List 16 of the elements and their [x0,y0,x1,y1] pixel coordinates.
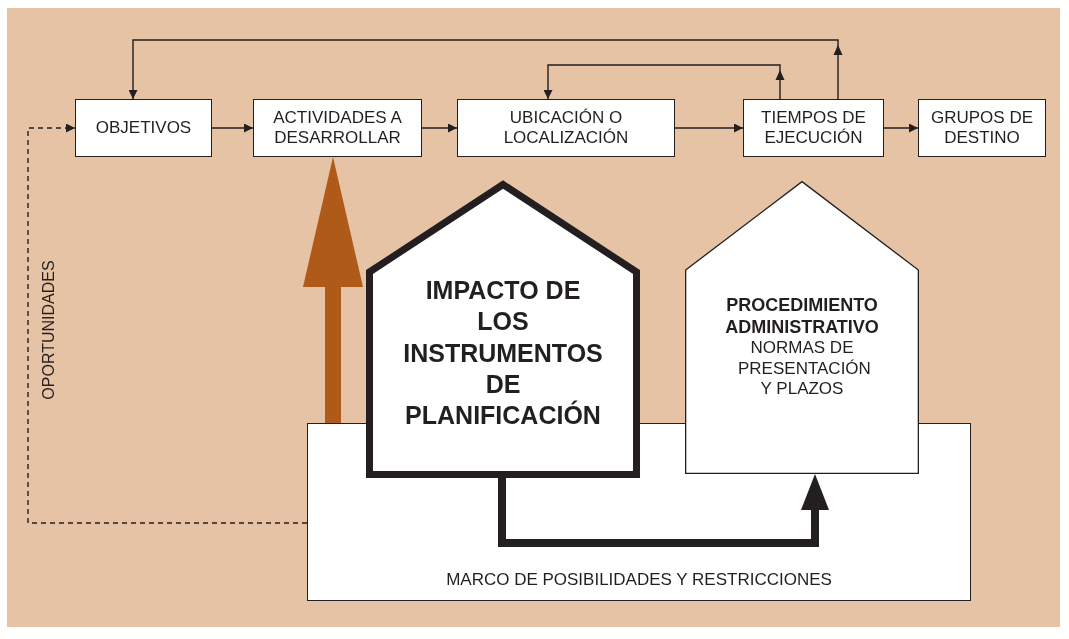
box-label: ACTIVIDADES A DESARROLLAR [272,108,403,148]
box-label: OBJETIVOS [95,118,192,138]
house-shape [366,180,640,478]
box-label: TIEMPOS DE EJECUCIÓN [760,108,867,148]
house-shape [685,180,919,474]
heading-text: IMPACTO DE LOS INSTRUMENTOS DE PLANIFICACIÓN [402,275,604,431]
box-label: MARCO DE POSIBILIDADES Y RESTRICCIONES [446,570,832,590]
box-label: UBICACIÓN O LOCALIZACIÓN [502,108,630,148]
process-box [918,99,1046,157]
heading-text: PROCEDIMIENTO ADMINISTRATIVO [724,295,880,339]
process-box [743,99,884,157]
process-box [75,99,212,157]
process-box [457,99,675,157]
process-box [253,99,422,157]
box-label: GRUPOS DE DESTINO [930,108,1034,148]
edge-label: OPORTUNIDADES [39,260,58,400]
